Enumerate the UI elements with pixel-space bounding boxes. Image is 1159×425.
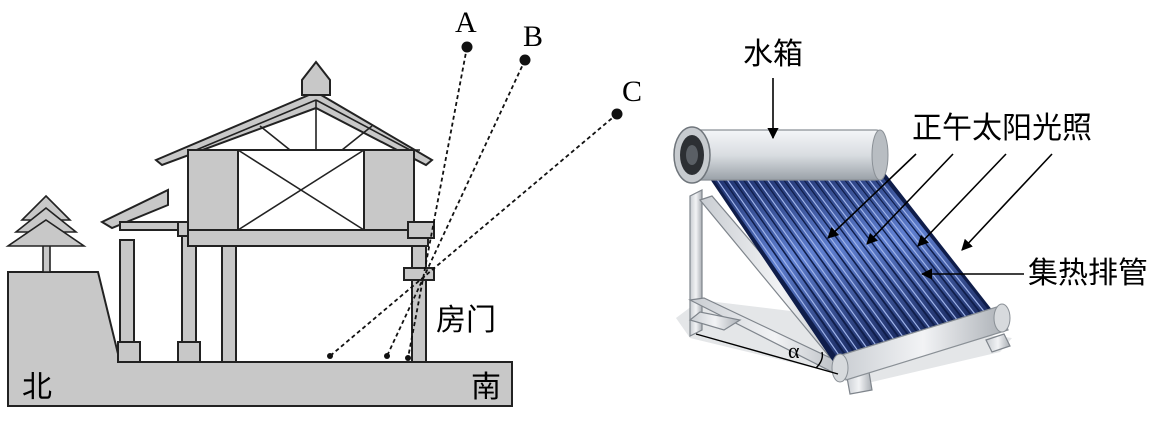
collector-tubes-label: 集热排管 — [1028, 256, 1148, 291]
house-diagram: A B C 房门 北 南 — [5, 6, 642, 407]
water-tank-label: 水箱 — [743, 37, 803, 72]
vacuum-tube — [841, 157, 977, 329]
vacuum-tube-highlight — [724, 175, 856, 363]
ray-b-end — [384, 353, 390, 359]
point-c-dot — [611, 108, 623, 120]
angle-marker — [695, 333, 839, 375]
door-label: 房门 — [436, 303, 496, 338]
ray-a — [407, 46, 468, 359]
vacuum-tube-highlight — [733, 174, 865, 360]
vacuum-tube-highlight — [816, 164, 946, 334]
lower-header — [831, 303, 1011, 383]
vacuum-tube — [804, 162, 941, 340]
vacuum-tube — [832, 158, 968, 332]
sun-rays — [329, 46, 618, 359]
vacuum-tube-highlight — [770, 169, 901, 349]
vacuum-tube — [786, 164, 923, 346]
vacuum-tube — [768, 166, 905, 352]
vacuum-tube — [731, 171, 869, 363]
vacuum-tube-highlight — [760, 171, 892, 351]
roof-truss — [190, 99, 420, 231]
water-tank — [673, 126, 889, 184]
vacuum-tube-highlight — [825, 162, 955, 332]
sun-points — [327, 41, 623, 361]
vacuum-tube — [795, 163, 932, 343]
angle-label: α — [788, 338, 800, 363]
south-label: 南 — [471, 370, 501, 405]
vacuum-tube-highlight — [806, 165, 937, 337]
vacuum-tube-highlight — [742, 173, 874, 357]
annotation-arrows — [767, 78, 1053, 280]
vacuum-tube-highlight — [715, 177, 847, 365]
ground — [7, 271, 513, 407]
tree-icon — [5, 194, 87, 273]
solar-heater-diagram: 水箱 正午太阳光照 集热排管 α — [673, 37, 1148, 395]
sunlight-arrow-3 — [917, 153, 1007, 247]
vacuum-tube — [777, 165, 914, 349]
vacuum-tube — [823, 159, 959, 335]
vacuum-tube — [722, 172, 860, 366]
ray-c-end — [327, 353, 333, 359]
vacuum-tube-highlight — [843, 160, 973, 326]
vacuum-tube-highlight — [788, 167, 919, 343]
point-b-dot — [519, 54, 531, 66]
label-point-b: B — [523, 20, 543, 53]
vacuum-tube — [749, 169, 887, 357]
house-icon — [99, 60, 435, 363]
ray-a-end — [405, 355, 411, 361]
vacuum-tube-highlight — [779, 168, 910, 346]
vacuum-tube-highlight — [797, 166, 928, 340]
vacuum-tube-highlight — [751, 172, 883, 354]
ray-b — [386, 59, 526, 357]
vacuum-tube — [758, 168, 896, 354]
vacuum-tube-highlight — [834, 161, 964, 329]
point-a-dot — [461, 41, 473, 53]
vacuum-tube — [713, 173, 851, 369]
vacuum-tube — [740, 170, 878, 360]
sunlight-arrow-1 — [827, 153, 917, 239]
label-point-c: C — [622, 75, 642, 108]
sunlight-arrow-2 — [866, 153, 954, 245]
sunlight-arrow-4 — [961, 153, 1053, 251]
tube-array — [713, 155, 995, 369]
sunlight-label: 正午太阳光照 — [912, 111, 1092, 146]
label-point-a: A — [455, 6, 477, 39]
vacuum-tube — [814, 160, 950, 338]
north-label: 北 — [22, 370, 52, 405]
